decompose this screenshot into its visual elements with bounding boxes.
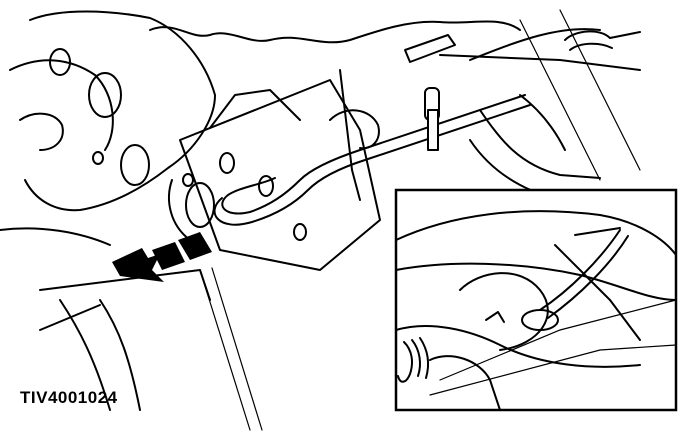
inset-linework [395,210,677,411]
retaining-clip [329,34,456,201]
lower-cover [39,269,211,411]
direction-arrow-icon [112,232,212,282]
engine-casting [0,10,216,246]
mounting-bracket [168,79,381,271]
hooked-rod [213,94,531,226]
figure-code: TIV4001024 [20,388,118,407]
inset-detail-view [394,188,678,412]
cable-bundle [439,9,641,201]
main-view [0,9,641,431]
engine-top-contour [149,20,521,44]
